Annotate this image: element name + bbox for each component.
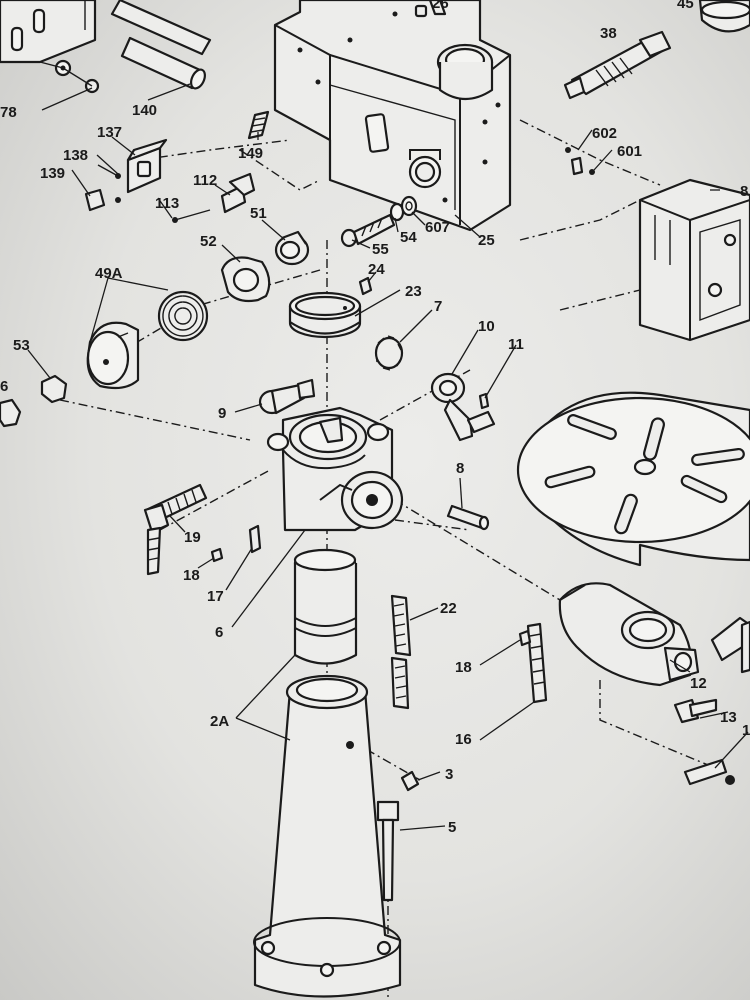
part-7-pinion-gear xyxy=(374,335,404,371)
callout-22: 22 xyxy=(440,600,457,617)
callout-602: 602 xyxy=(592,125,617,142)
part-38-spindle xyxy=(563,30,672,100)
part-2a-column-base xyxy=(253,674,402,998)
part-139-nut xyxy=(84,188,121,212)
part-13-bolt xyxy=(673,698,718,724)
part-3-setscrew xyxy=(400,770,420,792)
callout-5: 5 xyxy=(448,819,456,836)
callout-49a: 49A xyxy=(95,265,123,282)
leader-lines xyxy=(27,83,749,831)
part-49a-spring-cover xyxy=(86,290,209,390)
part-51-bushing xyxy=(274,230,310,266)
callout-13: 13 xyxy=(720,709,737,726)
part-18b-setscrew xyxy=(518,629,532,647)
callout-9: 9 xyxy=(218,405,226,422)
part-22-rack xyxy=(390,594,412,710)
callout-17: 17 xyxy=(207,588,224,605)
callout-138: 138 xyxy=(63,147,88,164)
callout-11: 11 xyxy=(508,336,524,353)
part-6-left-knob xyxy=(0,398,22,428)
part-607-washer xyxy=(400,195,418,217)
part-602-601-fasteners xyxy=(565,147,595,176)
callout-3: 3 xyxy=(445,766,453,783)
part-18-setscrew xyxy=(210,547,224,563)
part-work-table xyxy=(516,391,750,567)
part-53-nut xyxy=(40,374,68,404)
callout-139: 139 xyxy=(40,165,65,182)
callout-12: 12 xyxy=(690,675,707,692)
callout-8: 8 xyxy=(456,460,464,477)
part-137-bracket xyxy=(126,138,168,194)
callout-1: 1 xyxy=(742,722,750,739)
part-19-handle xyxy=(143,483,208,576)
callout-113: 113 xyxy=(155,195,179,212)
part-78-washer-nut xyxy=(39,59,100,94)
part-10-crank-arm xyxy=(430,372,496,442)
callout-51: 51 xyxy=(250,205,267,222)
callout-52: 52 xyxy=(200,233,217,250)
callout-18b: 18 xyxy=(455,659,472,676)
part-112-clip xyxy=(220,172,256,214)
part-113-screw xyxy=(172,209,211,223)
part-top-left-bracket xyxy=(0,0,97,64)
callout-6: 6 xyxy=(215,624,223,641)
part-12-table-arm xyxy=(558,582,700,687)
callout-19: 19 xyxy=(184,529,201,546)
part-1-screw xyxy=(683,758,735,786)
callout-2a: 2A xyxy=(210,713,229,730)
part-16-rack xyxy=(526,622,548,704)
callout-55: 55 xyxy=(372,241,389,258)
callout-140: 140 xyxy=(132,102,157,119)
callout-112: 112 xyxy=(193,172,217,189)
part-right-edge-handle xyxy=(710,616,750,674)
part-45-collar xyxy=(698,0,750,33)
callout-601: 601 xyxy=(617,143,642,160)
part-2a-sleeve xyxy=(293,548,358,665)
callout-78: 78 xyxy=(0,104,17,121)
callout-45: 45 xyxy=(677,0,694,12)
callout-26: 26 xyxy=(432,0,449,12)
callout-607: 607 xyxy=(425,219,450,236)
callout-8-top: 8 xyxy=(740,183,748,200)
callout-149: 149 xyxy=(238,145,263,162)
part-138-screw xyxy=(97,164,121,179)
part-9-knob xyxy=(258,378,316,415)
part-55-screw xyxy=(340,213,396,248)
callout-137: 137 xyxy=(97,124,122,141)
callout-24: 24 xyxy=(368,261,385,278)
callout-53: 53 xyxy=(13,337,30,354)
callout-23: 23 xyxy=(405,283,422,300)
callout-16: 16 xyxy=(455,731,472,748)
callout-10: 10 xyxy=(478,318,495,335)
part-140-shaft xyxy=(110,0,212,90)
callout-7: 7 xyxy=(434,298,442,315)
part-8-motor-bracket xyxy=(638,178,750,342)
callout-18: 18 xyxy=(183,567,200,584)
part-6-column-bracket xyxy=(266,406,404,532)
callout-labels: 26 45 38 78 140 137 138 139 112 113 149 … xyxy=(0,0,750,836)
part-17-key xyxy=(248,524,262,554)
part-149-pin xyxy=(247,110,270,140)
callout-25: 25 xyxy=(478,232,495,249)
part-5-bolt xyxy=(376,800,400,902)
part-52-plate xyxy=(220,256,271,303)
part-8-pin xyxy=(446,504,490,531)
callout-38: 38 xyxy=(600,25,617,42)
callout-54: 54 xyxy=(400,229,417,246)
callout-6-left: 6 xyxy=(0,378,8,395)
part-head-casting xyxy=(273,0,512,232)
part-23-ring xyxy=(288,291,362,339)
